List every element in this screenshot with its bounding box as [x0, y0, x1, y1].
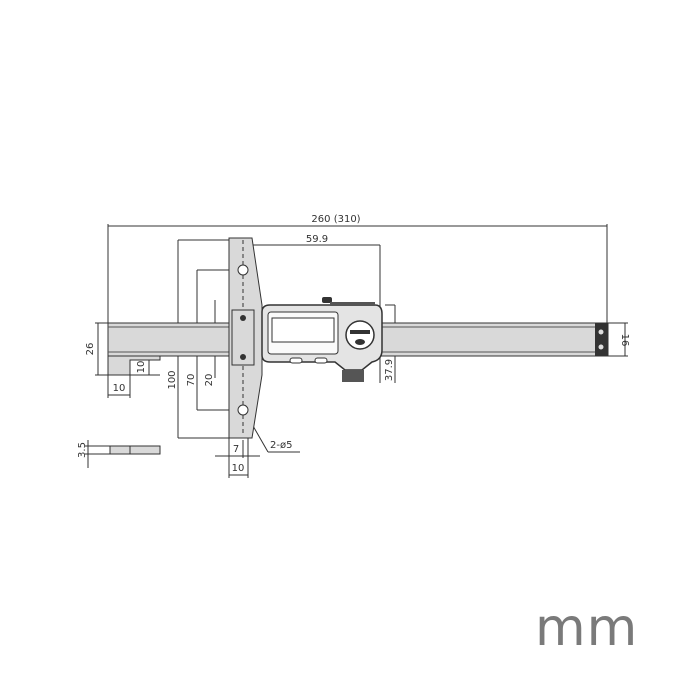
dim-hole-spacing: 70 — [186, 374, 197, 387]
dim-display-height: 37.9 — [384, 359, 395, 381]
unit-label: mm — [535, 598, 639, 658]
label-mounting-holes: 2-ø5 — [270, 440, 292, 451]
dim-hook-depth: 10 — [136, 361, 147, 374]
dim-beam-height: 26 — [85, 343, 96, 356]
dim-beam-end-height: 16 — [619, 334, 630, 347]
dim-base-thickness: 3.5 — [77, 442, 88, 458]
dim-base-length: 100 — [167, 370, 178, 389]
dim-base-width: 10 — [232, 463, 245, 474]
dim-beam-width: 20 — [204, 374, 215, 387]
dim-slider-width: 59.9 — [306, 234, 328, 245]
dim-overall-length: 260 (310) — [311, 214, 360, 225]
dim-hook-length: 10 — [113, 383, 126, 394]
dim-hole-offset: 7 — [233, 444, 239, 455]
